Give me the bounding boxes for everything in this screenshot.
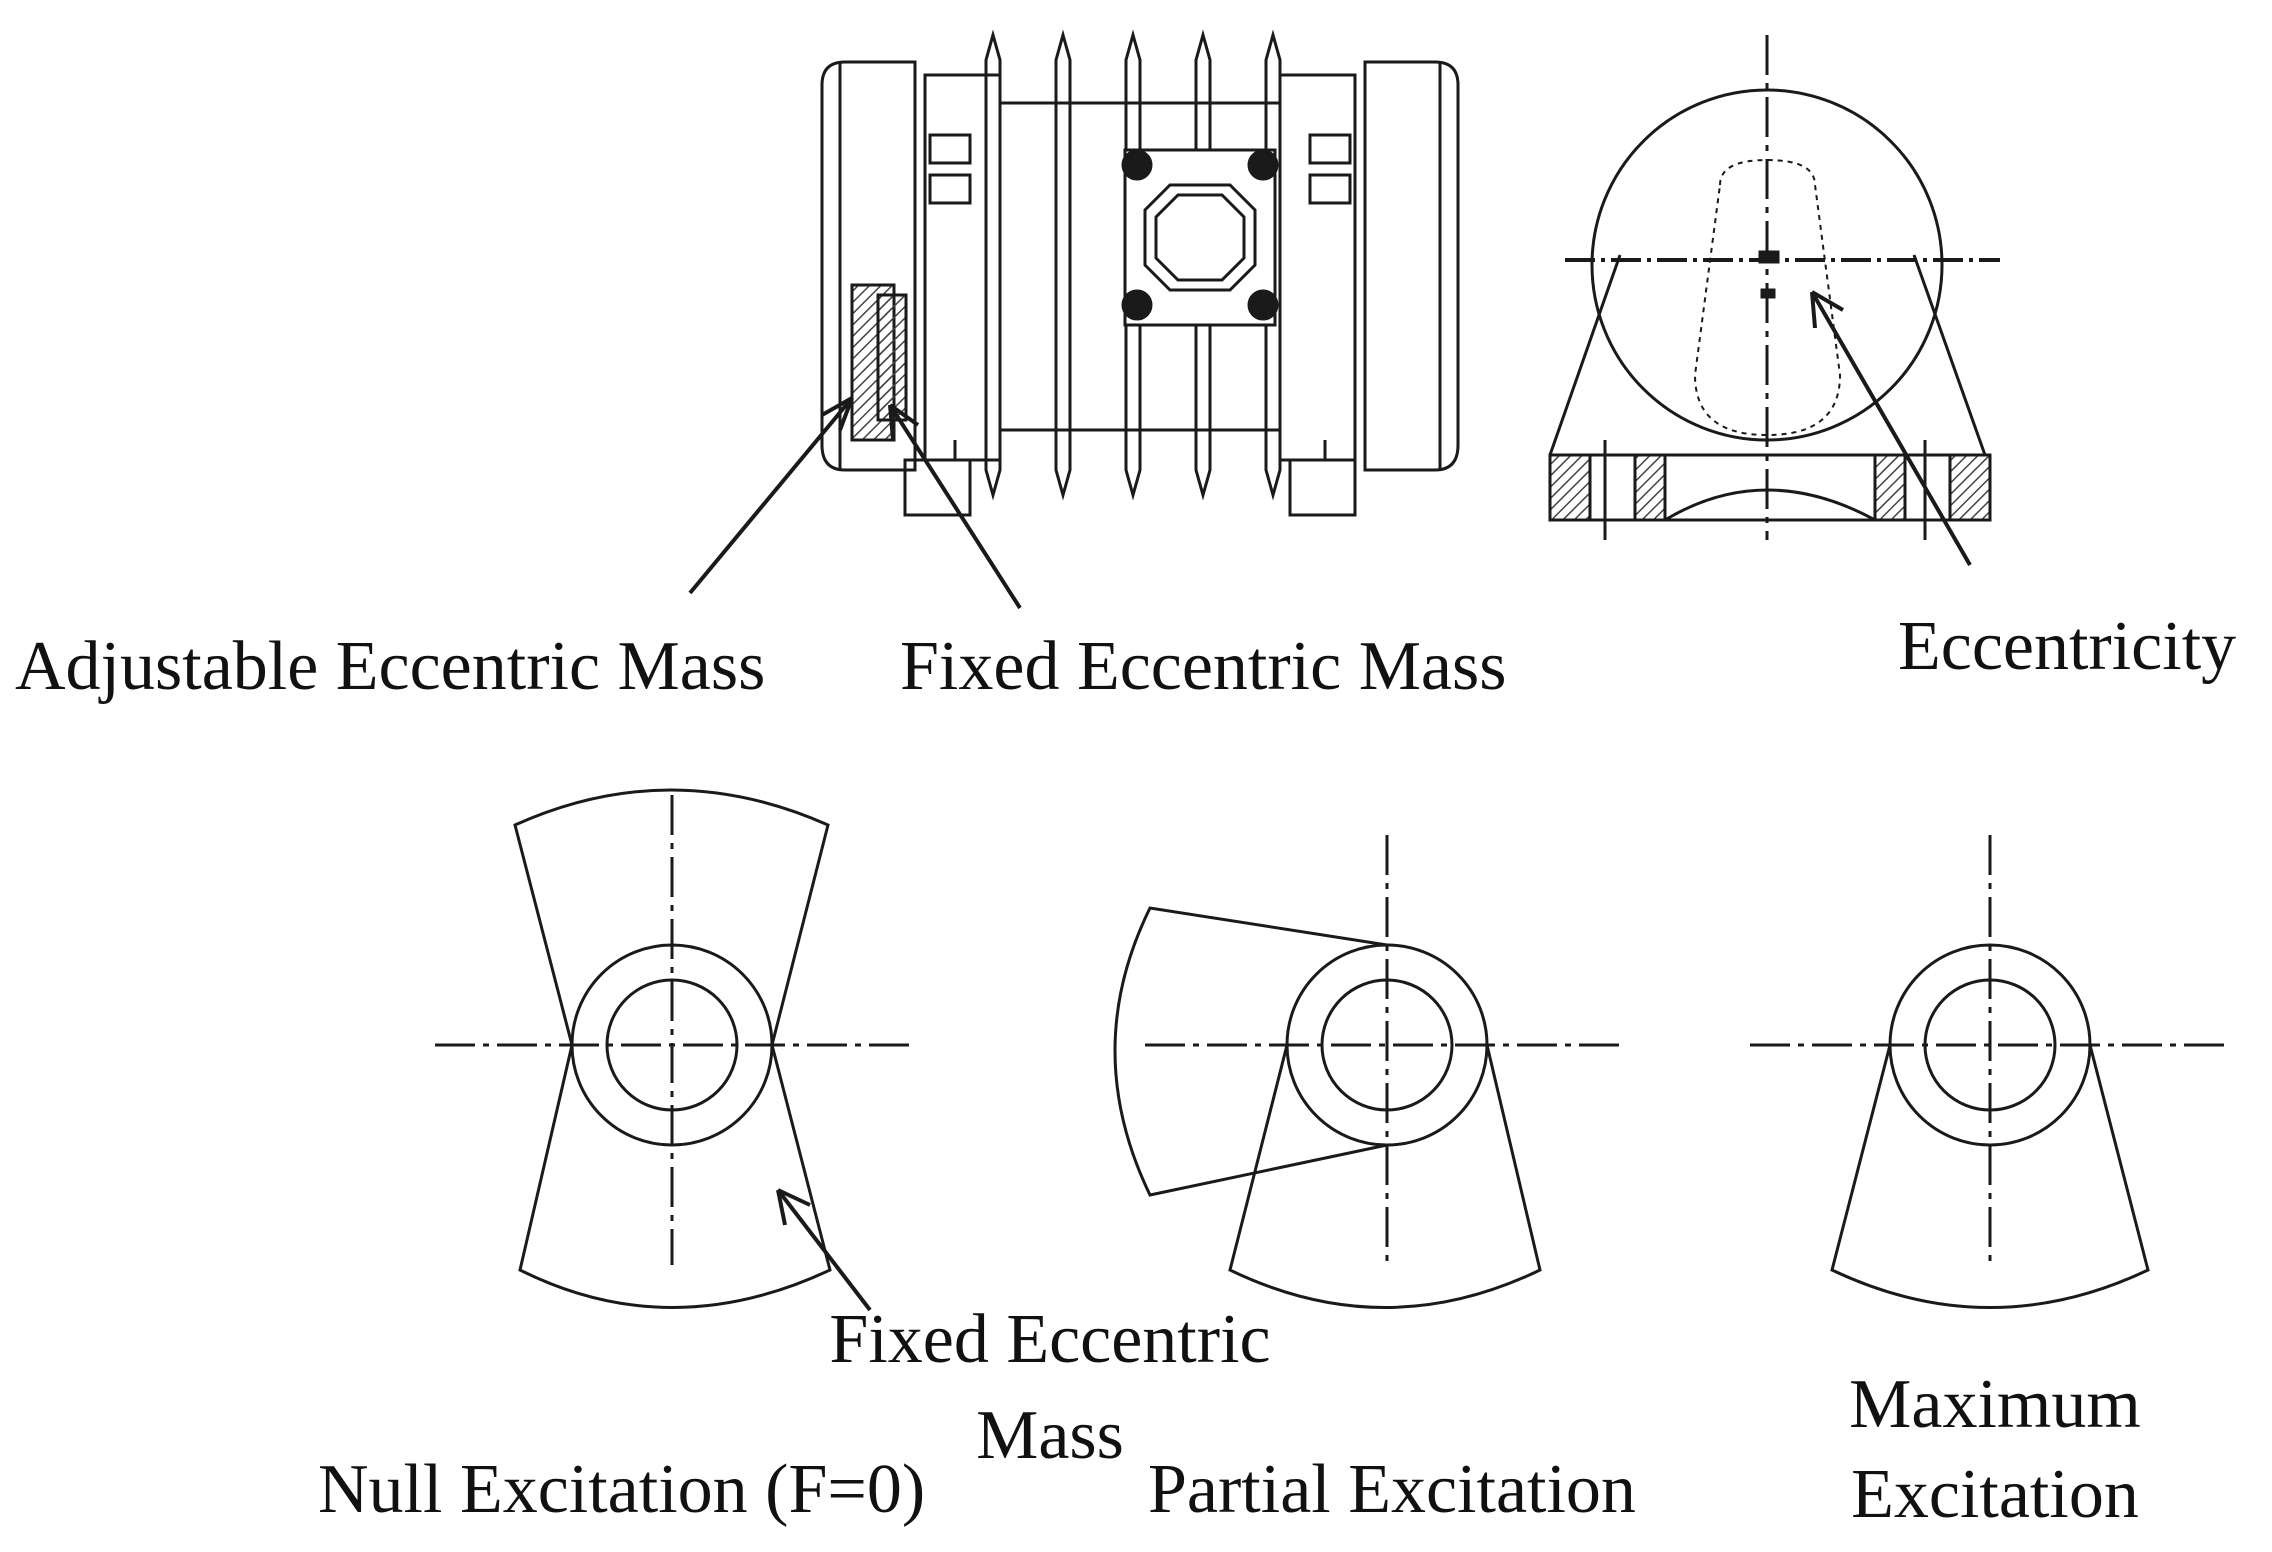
annotation-arrows: [688, 290, 1972, 1312]
cooling-fins: [984, 29, 1282, 501]
label-maximum-excitation-line2: Excitation: [1851, 1456, 2139, 1533]
motor-end-view: [1548, 35, 2000, 540]
arrow-eccentricity: [1810, 290, 1972, 567]
label-fixed-eccentric-mass-top: Fixed Eccentric Mass: [900, 628, 1507, 705]
maximum-excitation-diagram: [1750, 835, 2230, 1309]
label-fixed-eccentric-mass-line2: Mass: [976, 1397, 1124, 1474]
arrow-fixed-mass-bottom: [776, 1188, 872, 1312]
label-null-excitation: Null Excitation (F=0): [318, 1451, 926, 1528]
arrow-fixed-mass-top: [888, 403, 1022, 610]
label-eccentricity: Eccentricity: [1898, 608, 2237, 685]
label-fixed-eccentric-mass-line1: Fixed Eccentric: [829, 1301, 1271, 1378]
label-maximum-excitation-line1: Maximum: [1849, 1366, 2141, 1443]
label-fixed-eccentric-mass-bottom: Fixed Eccentric Mass: [780, 1305, 1320, 1471]
fixed-mass-hatch: [876, 293, 908, 422]
null-excitation-diagram: [435, 788, 910, 1309]
label-partial-excitation: Partial Excitation: [1148, 1451, 1636, 1528]
label-adjustable-eccentric-mass: Adjustable Eccentric Mass: [15, 628, 766, 705]
label-maximum-excitation: Maximum Excitation: [1795, 1370, 2195, 1530]
motor-side-view: [820, 29, 1460, 517]
partial-excitation-diagram: [1113, 835, 1625, 1309]
arrow-adjustable-mass: [688, 396, 854, 595]
